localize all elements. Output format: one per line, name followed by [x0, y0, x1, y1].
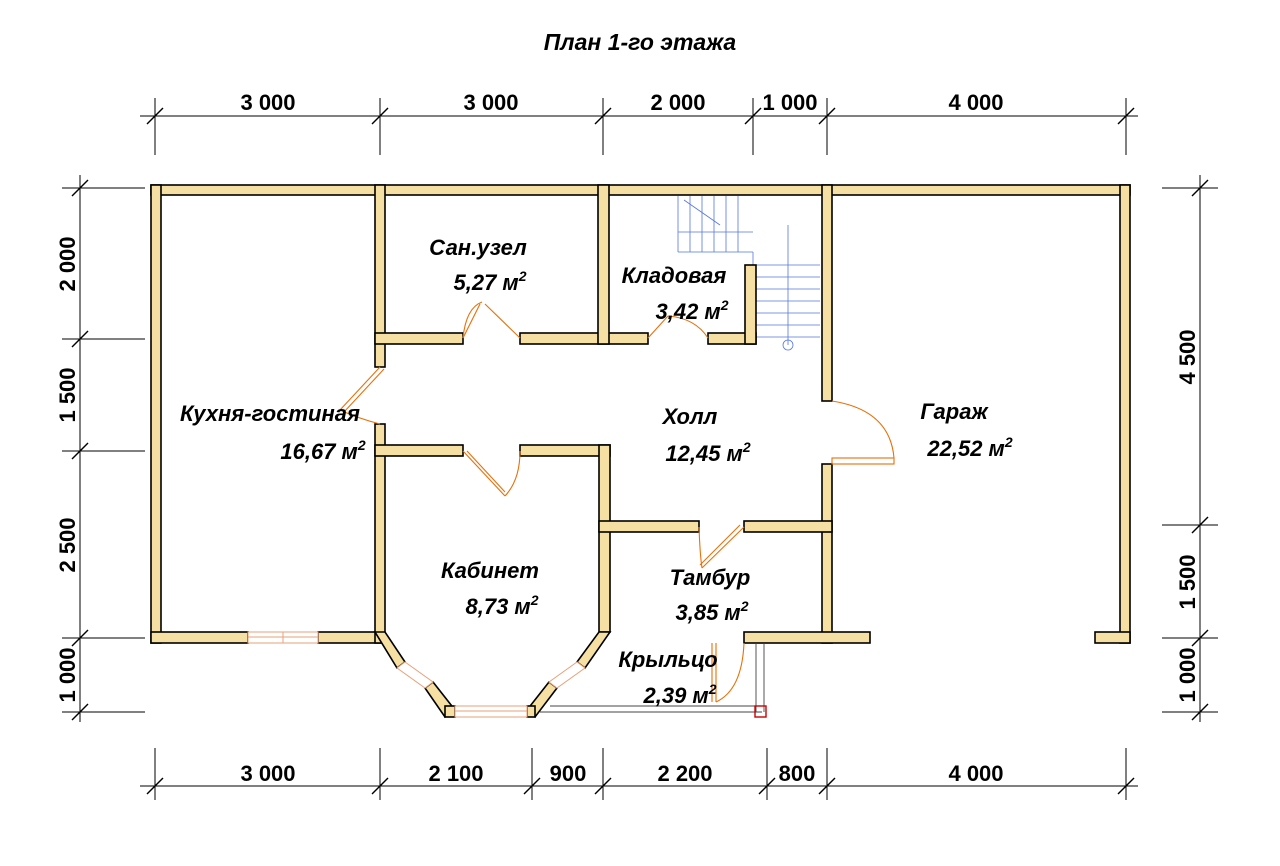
sq-sup: 2	[740, 598, 749, 614]
dim-bottom-6: 4 000	[948, 761, 1003, 786]
dim-left-4: 1 000	[55, 647, 80, 702]
room-porch-name: Крыльцо	[618, 647, 717, 672]
dim-left-2: 1 500	[55, 367, 80, 422]
dim-bottom-5: 800	[779, 761, 816, 786]
plan-title: План 1-го этажа	[544, 29, 737, 55]
room-office-area: 8,73 м2	[465, 592, 538, 619]
sq-sup: 2	[530, 592, 539, 608]
dim-bottom-1: 3 000	[240, 761, 295, 786]
dim-top-4: 1 000	[762, 90, 817, 115]
room-bathroom-area: 5,27 м2	[453, 268, 526, 295]
sq-sup: 2	[720, 297, 729, 313]
sq-sup: 2	[708, 681, 717, 697]
room-vestibule-area: 3,85 м2	[675, 598, 748, 625]
sq-sup: 2	[742, 439, 751, 455]
room-office-name: Кабинет	[441, 558, 539, 583]
dim-right-3: 1 000	[1175, 647, 1200, 702]
room-garage-area-value: 22,52 м	[926, 436, 1004, 461]
dim-bottom-2: 2 100	[428, 761, 483, 786]
room-bathroom-name: Сан.узел	[429, 235, 527, 260]
dimension-left: 2 000 1 500 2 500 1 000	[55, 175, 145, 722]
room-porch-area: 2,39 м2	[642, 681, 716, 708]
staircase	[677, 196, 820, 351]
porch	[540, 643, 767, 718]
room-kitchen-area-value: 16,67 м	[280, 439, 357, 464]
dim-top-1: 3 000	[240, 90, 295, 115]
dim-right-1: 4 500	[1175, 329, 1200, 384]
room-vestibule-name: Тамбур	[670, 565, 751, 590]
sq-sup: 2	[1004, 434, 1013, 450]
dim-right-2: 1 500	[1175, 554, 1200, 609]
dim-top-3: 2 000	[650, 90, 705, 115]
room-storage-area: 3,42 м2	[655, 297, 728, 324]
room-storage-name: Кладовая	[622, 263, 727, 288]
dim-left-3: 2 500	[55, 517, 80, 572]
dimension-top: 3 000 3 000 2 000 1 000 4 000	[140, 90, 1138, 155]
dim-top-2: 3 000	[463, 90, 518, 115]
dim-left-1: 2 000	[55, 236, 80, 291]
windows	[247, 631, 586, 718]
sq-sup: 2	[357, 437, 366, 453]
dimension-right: 4 500 1 500 1 000	[1162, 175, 1218, 722]
room-vestibule-area-value: 3,85 м	[675, 600, 740, 625]
room-porch-area-value: 2,39 м	[642, 683, 708, 708]
doors	[339, 301, 895, 703]
porch-post	[754, 705, 767, 718]
sq-sup: 2	[518, 268, 527, 284]
room-labels: Сан.узел 5,27 м2 Кладовая 3,42 м2 Кухня-…	[180, 235, 1013, 708]
room-kitchen-area: 16,67 м2	[280, 437, 365, 464]
dimension-bottom: 3 000 2 100 900 2 200 800 4 000	[140, 748, 1138, 800]
room-hall-name: Холл	[661, 404, 718, 429]
room-hall-area-value: 12,45 м	[665, 441, 742, 466]
room-kitchen-name: Кухня-гостиная	[180, 401, 360, 426]
room-office-area-value: 8,73 м	[465, 594, 530, 619]
dim-bottom-4: 2 200	[657, 761, 712, 786]
room-storage-area-value: 3,42 м	[655, 299, 720, 324]
room-garage-area: 22,52 м2	[926, 434, 1012, 461]
dim-bottom-3: 900	[550, 761, 587, 786]
room-bathroom-area-value: 5,27 м	[453, 270, 518, 295]
room-hall-area: 12,45 м2	[665, 439, 750, 466]
dim-top-5: 4 000	[948, 90, 1003, 115]
room-garage-name: Гараж	[920, 399, 989, 424]
